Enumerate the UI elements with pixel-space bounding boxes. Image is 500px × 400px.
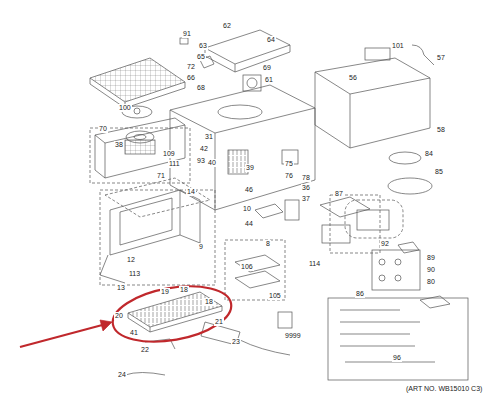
callout-number: 72 (186, 63, 196, 71)
callout-number: 65 (196, 53, 206, 61)
callout-number: 78 (301, 174, 311, 182)
callout-number: 66 (186, 74, 196, 82)
callout-number: 24 (117, 371, 127, 379)
callout-number: 70 (98, 125, 108, 133)
callout-number: 14 (186, 188, 196, 196)
callout-number: 21 (214, 318, 224, 326)
callout-number: 89 (426, 254, 436, 262)
callout-number: 44 (244, 220, 254, 228)
callout-number: 114 (308, 260, 321, 268)
callout-number: 64 (266, 36, 276, 44)
callout-number: 9999 (284, 332, 302, 340)
callout-number: 58 (436, 126, 446, 134)
callout-number: 39 (245, 164, 255, 172)
callout-number: 105 (268, 292, 282, 300)
callout-number: 9 (198, 243, 204, 251)
callout-number: 40 (207, 159, 217, 167)
callout-number: 71 (156, 172, 166, 180)
callout-number: 93 (196, 157, 206, 165)
callout-number: 85 (434, 168, 444, 176)
callout-number: 69 (262, 64, 272, 72)
callout-number: 31 (204, 133, 214, 141)
callout-number: 20 (114, 312, 124, 320)
callout-number: 100 (118, 104, 132, 112)
callout-number: 111 (168, 160, 181, 168)
callout-number: 90 (426, 266, 436, 274)
callout-number: 80 (426, 278, 436, 286)
callout-number: 38 (114, 141, 124, 149)
callout-number: 86 (355, 290, 365, 298)
callout-number: 10 (242, 205, 252, 213)
callout-number: 75 (284, 160, 294, 168)
callout-number: 18 (204, 298, 214, 306)
callout-number: 101 (391, 42, 405, 50)
callout-number: 19 (160, 288, 170, 296)
callout-number: 91 (182, 30, 192, 38)
callout-number: 68 (196, 84, 206, 92)
callout-number: 109 (162, 150, 176, 158)
callout-number: 62 (222, 22, 232, 30)
callout-number: 76 (284, 172, 294, 180)
art-number: (ART NO. WB15010 C3) (405, 385, 483, 393)
callout-number: 113 (128, 270, 141, 278)
callout-number: 12 (126, 256, 136, 264)
callout-number: 42 (199, 145, 209, 153)
callout-number: 36 (301, 184, 311, 192)
callout-number: 87 (334, 190, 344, 198)
callout-number: 106 (240, 263, 254, 271)
callout-number: 56 (348, 74, 358, 82)
callout-number: 13 (116, 284, 126, 292)
callout-number: 61 (264, 76, 274, 84)
callout-number: 63 (198, 42, 208, 50)
callout-number: 8 (265, 240, 271, 248)
callout-number: 57 (436, 54, 446, 62)
callout-number: 84 (424, 150, 434, 158)
callout-number: 96 (392, 354, 402, 362)
callout-number: 37 (301, 195, 311, 203)
callout-number: 46 (244, 186, 254, 194)
callout-number: 41 (129, 329, 139, 337)
callout-number: 23 (231, 338, 241, 346)
callout-number: 18 (179, 286, 189, 294)
callout-number: 92 (380, 240, 390, 248)
callout-number: 22 (140, 346, 150, 354)
